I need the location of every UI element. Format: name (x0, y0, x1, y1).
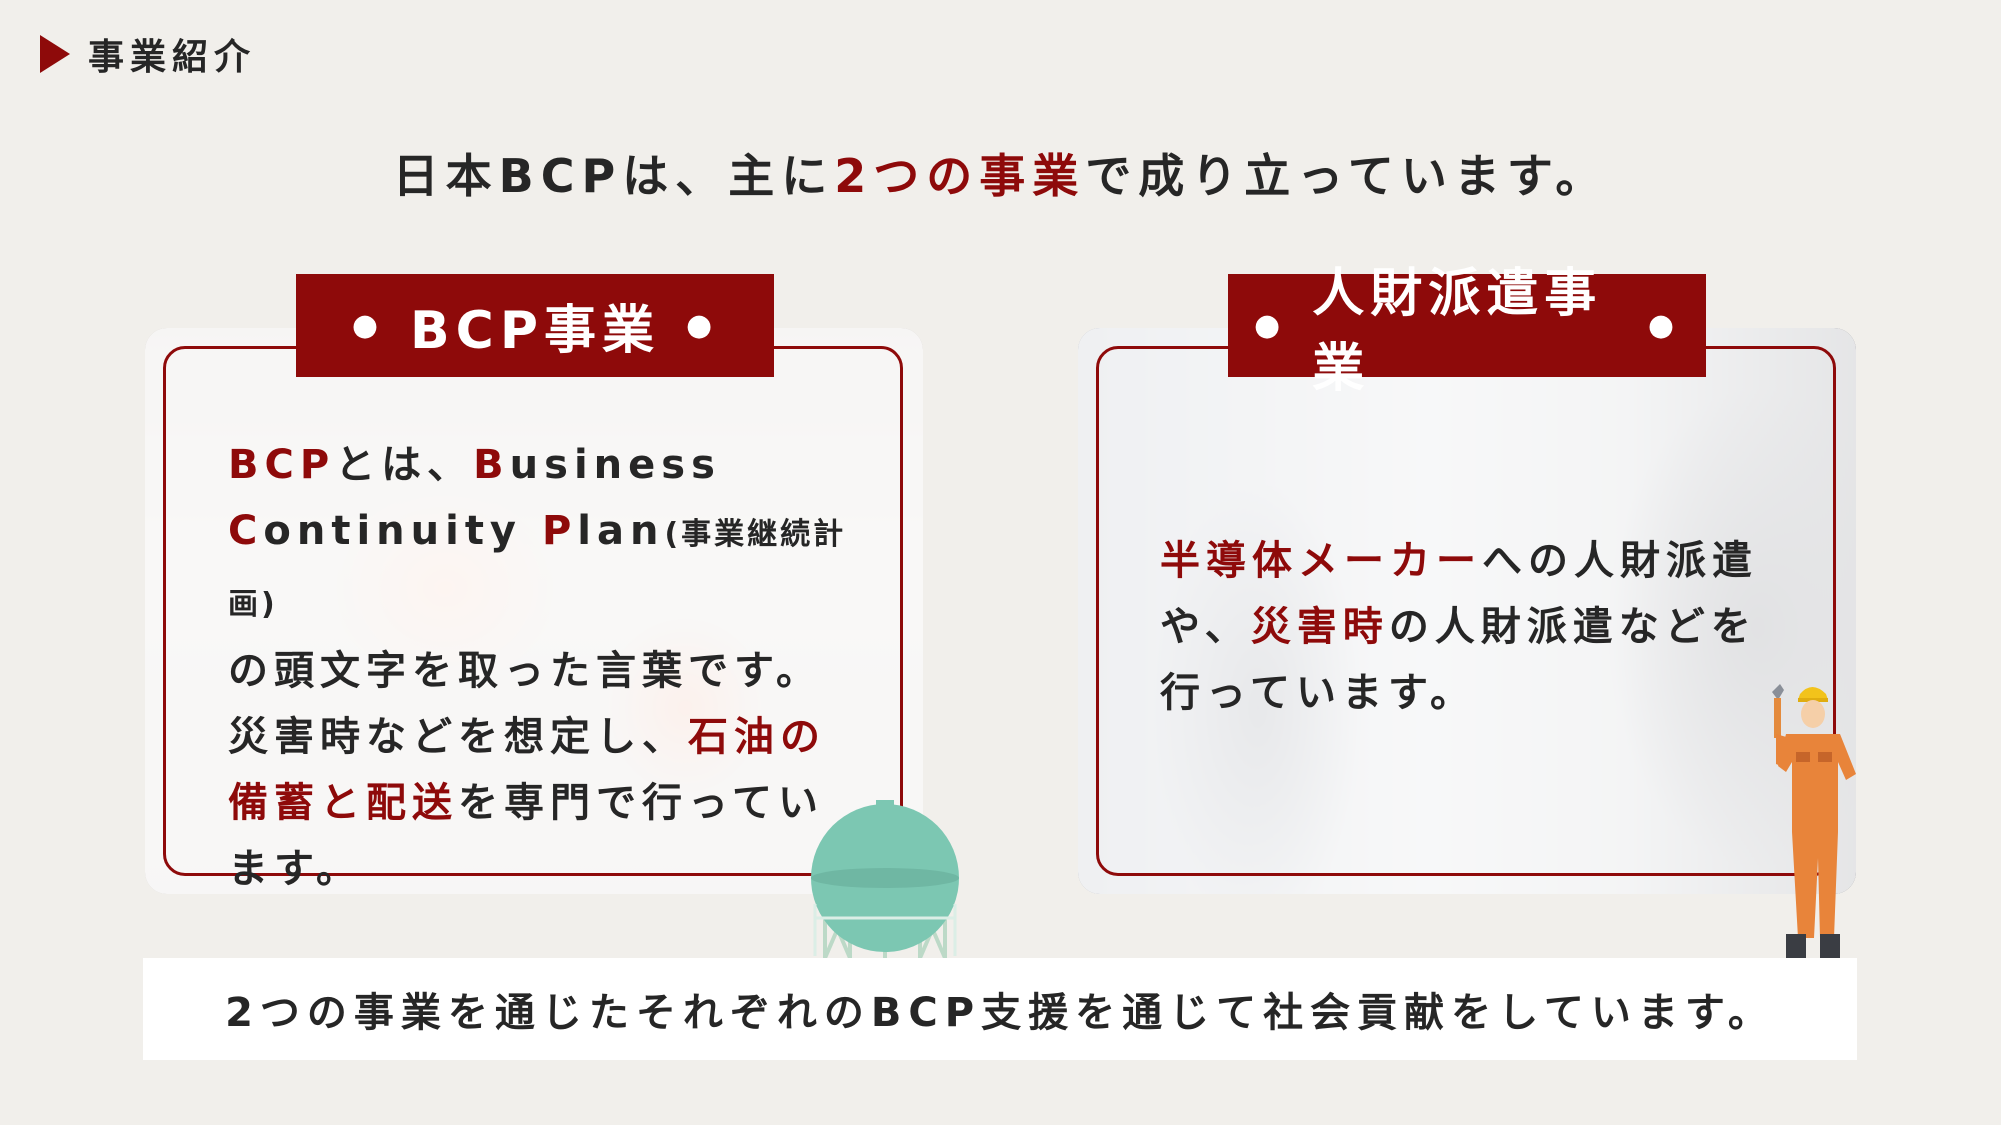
body-text: (事業継続計画) (228, 517, 847, 622)
body-text: lan (577, 508, 665, 554)
bcp-card-title-text: BCP事業 (410, 301, 660, 361)
bcp-card (145, 328, 923, 894)
body-line: 行っています。 (1160, 660, 1800, 726)
section-label: 事業紹介 (88, 37, 257, 78)
body-text: の人財派遣などを (1388, 604, 1757, 650)
bullet-dot-icon: ● (1647, 308, 1680, 343)
body-text: 行っています。 (1160, 670, 1476, 716)
body-line: 半導体メーカーへの人財派遣 (1160, 528, 1800, 594)
body-line: 備蓄と配送を専門で行ってい (228, 770, 888, 836)
body-line: や、災害時の人財派遣などを (1160, 594, 1800, 660)
staffing-card (1078, 328, 1856, 894)
body-text: への人財派遣 (1482, 538, 1758, 584)
body-line: BCPとは、Business (228, 432, 888, 498)
highlight-text: 災害時 (1250, 604, 1389, 650)
body-line: ます。 (228, 836, 888, 902)
body-text: の頭文字を取った言葉です。 (228, 648, 822, 694)
headline-highlight: 2つの事業 (834, 149, 1086, 203)
staffing-card-body: 半導体メーカーへの人財派遣や、災害時の人財派遣などを行っています。 (1160, 528, 1800, 726)
highlight-text: BCP (228, 442, 336, 488)
triangle-marker-icon (40, 35, 70, 73)
staffing-card-title-text: 人財派遣事業 (1312, 263, 1603, 399)
bullet-dot-icon: ● (685, 308, 719, 343)
highlight-text: P (541, 508, 578, 554)
headline-part2: で成り立っています。 (1085, 149, 1609, 203)
highlight-text: C (228, 508, 264, 554)
bullet-dot-icon: ● (1254, 308, 1287, 343)
highlight-text: 石油の (688, 714, 826, 760)
worker-icon (1772, 684, 1856, 960)
headline: 日本BCPは、主に2つの事業で成り立っています。 (0, 140, 2001, 206)
body-text: とは、 (335, 442, 474, 488)
gas-tank-icon (795, 800, 975, 966)
bcp-card-title: ● BCP事業 ● (296, 274, 774, 377)
highlight-text: 備蓄と配送 (228, 780, 458, 826)
body-text: ます。 (228, 846, 362, 892)
body-text: ontinuity (263, 508, 542, 554)
body-text: を専門で行ってい (458, 780, 824, 826)
highlight-text: 半導体メーカー (1160, 538, 1482, 584)
body-line: 災害時などを想定し、石油の (228, 704, 888, 770)
headline-part1: 日本BCPは、主に (392, 149, 835, 203)
highlight-text: B (473, 442, 510, 488)
body-text: usiness (509, 442, 721, 488)
body-text: 災害時などを想定し、 (228, 714, 688, 760)
summary-banner: 2つの事業を通じたそれぞれのBCP支援を通じて社会貢献をしています。 (143, 958, 1857, 1060)
staffing-card-title: ● 人財派遣事業 ● (1228, 264, 1706, 399)
section-header: 事業紹介 (40, 34, 256, 78)
summary-text: 2つの事業を通じたそれぞれのBCP支援を通じて社会貢献をしています。 (225, 990, 1775, 1036)
body-text: や、 (1160, 604, 1251, 650)
bullet-dot-icon: ● (351, 308, 385, 343)
body-line: の頭文字を取った言葉です。 (228, 638, 888, 704)
body-line: Continuity Plan(事業継続計画) (228, 498, 888, 638)
